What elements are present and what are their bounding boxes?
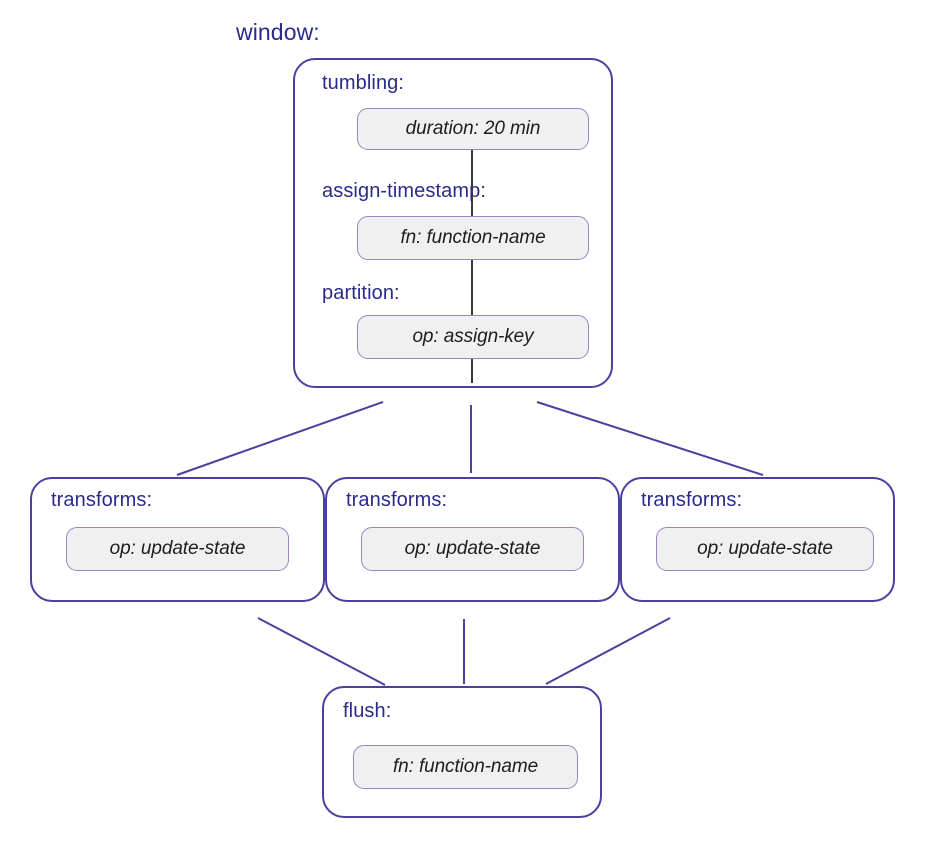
transforms-label-middle: transforms: (346, 489, 448, 511)
leaf-flush-fn-text: fn: function-name (392, 756, 539, 777)
section-label-partition: partition: (322, 282, 400, 304)
leaf-assign-timestamp-fn-text: fn: function-name (400, 227, 546, 248)
inner-connector-1 (471, 150, 473, 216)
leaf-transforms-op-left[interactable]: op: update-state (66, 527, 289, 571)
leaf-transforms-op-left-text: op: update-state (109, 538, 246, 559)
section-label-tumbling: tumbling: (322, 72, 405, 94)
root-label: window: (236, 19, 320, 45)
inner-connector-2 (471, 260, 473, 315)
leaf-transforms-op-right[interactable]: op: update-state (656, 527, 874, 571)
edge-window-to-transforms-left (176, 401, 384, 476)
edge-transforms-right-to-flush (545, 617, 671, 685)
leaf-partition-op-text: op: assign-key (412, 326, 534, 347)
leaf-duration[interactable]: duration: 20 min (357, 108, 589, 150)
leaf-transforms-op-middle[interactable]: op: update-state (361, 527, 584, 571)
transforms-label-right: transforms: (641, 489, 743, 511)
edge-transforms-left-to-flush (257, 617, 386, 686)
leaf-duration-text: duration: 20 min (405, 118, 541, 139)
leaf-partition-op[interactable]: op: assign-key (357, 315, 589, 359)
inner-connector-3 (471, 359, 473, 383)
edge-window-to-transforms-right (536, 401, 764, 476)
leaf-flush-fn[interactable]: fn: function-name (353, 745, 578, 789)
leaf-transforms-op-right-text: op: update-state (697, 538, 833, 559)
section-label-assign-timestamp: assign-timestamp: (322, 180, 486, 202)
transforms-label-left: transforms: (51, 489, 153, 511)
leaf-transforms-op-middle-text: op: update-state (404, 538, 541, 559)
flush-label: flush: (343, 700, 392, 722)
leaf-assign-timestamp-fn[interactable]: fn: function-name (357, 216, 589, 260)
